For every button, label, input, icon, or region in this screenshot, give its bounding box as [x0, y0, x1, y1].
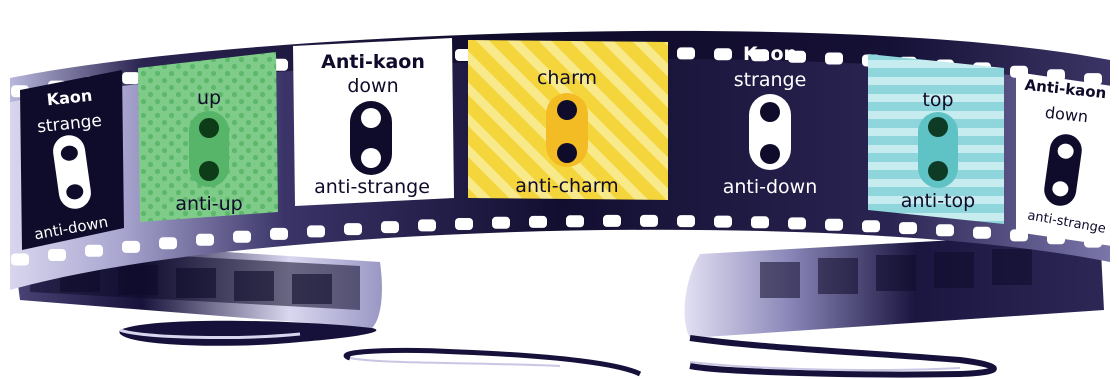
frame-title: Kaon [743, 43, 797, 65]
sprocket-hole [418, 219, 436, 231]
sprocket-hole [973, 227, 991, 239]
sprocket-hole [196, 234, 214, 246]
sprocket-hole [714, 216, 732, 228]
meson-pill [189, 111, 229, 187]
sprocket-hole [862, 220, 880, 232]
sprocket-hole [344, 223, 362, 235]
frame-antikaon-right: Anti-kaon down anti-strange [1016, 72, 1112, 246]
frame-bottom-label: anti-down [723, 176, 818, 198]
sprocket-hole [492, 217, 510, 229]
sprocket-hole [825, 53, 843, 65]
film-curl-right [685, 232, 1104, 375]
quark-dot [760, 102, 780, 122]
frame-bottom-label: anti-strange [314, 176, 430, 198]
meson-pill [749, 94, 791, 170]
antiquark-dot [928, 161, 948, 181]
frame-top-label: up [197, 87, 221, 109]
frame-top-label: top [922, 89, 953, 111]
sprocket-hole [677, 215, 695, 227]
sprocket-hole [677, 47, 695, 59]
antiquark-dot [557, 143, 577, 163]
sprocket-hole [788, 217, 806, 229]
frame-bottom-label: anti-top [901, 190, 975, 212]
sprocket-hole [270, 228, 288, 240]
quark-dot [361, 108, 381, 128]
sprocket-hole [455, 218, 473, 230]
sprocket-hole [233, 231, 251, 243]
quark-dot [557, 100, 577, 120]
quark-dot [928, 117, 948, 137]
meson-pill [350, 101, 392, 175]
sprocket-hole [307, 225, 325, 237]
frame-title: Anti-kaon [321, 51, 425, 73]
sprocket-hole [85, 245, 103, 257]
frame-top-pair: top anti-top [868, 54, 1004, 224]
sprocket-hole [48, 249, 66, 261]
sprocket-hole [825, 219, 843, 231]
sprocket-hole [11, 254, 29, 266]
sprocket-hole [899, 222, 917, 234]
meson-pill [918, 112, 958, 188]
meson-pill [546, 93, 588, 167]
frame-antikaon-left: Anti-kaon down anti-strange [293, 38, 454, 206]
sprocket-hole [122, 72, 140, 84]
sprocket-hole [714, 48, 732, 60]
frame-charm-pair: charm anti-charm [468, 40, 668, 200]
sprocket-hole [640, 215, 658, 227]
sprocket-hole [381, 221, 399, 233]
sprocket-hole [122, 241, 140, 253]
frame-bottom-label: anti-up [175, 193, 242, 215]
frame-top-label: charm [537, 67, 597, 89]
sprocket-hole [751, 216, 769, 228]
antiquark-dot [760, 144, 780, 164]
sprocket-hole [566, 215, 584, 227]
sprocket-hole [603, 215, 621, 227]
antiquark-dot [199, 161, 219, 181]
frame-top-label: strange [734, 69, 807, 91]
quark-dot [199, 118, 219, 138]
frame-bottom-label: anti-charm [515, 175, 618, 197]
antiquark-dot [361, 148, 381, 168]
frame-kaon-left: Kaon strange anti-down [20, 70, 124, 250]
sprocket-hole [936, 224, 954, 236]
frame-top-label: down [347, 75, 398, 97]
sprocket-hole [529, 216, 547, 228]
frame-up-pair: up anti-up [138, 52, 278, 222]
sprocket-hole [159, 237, 177, 249]
